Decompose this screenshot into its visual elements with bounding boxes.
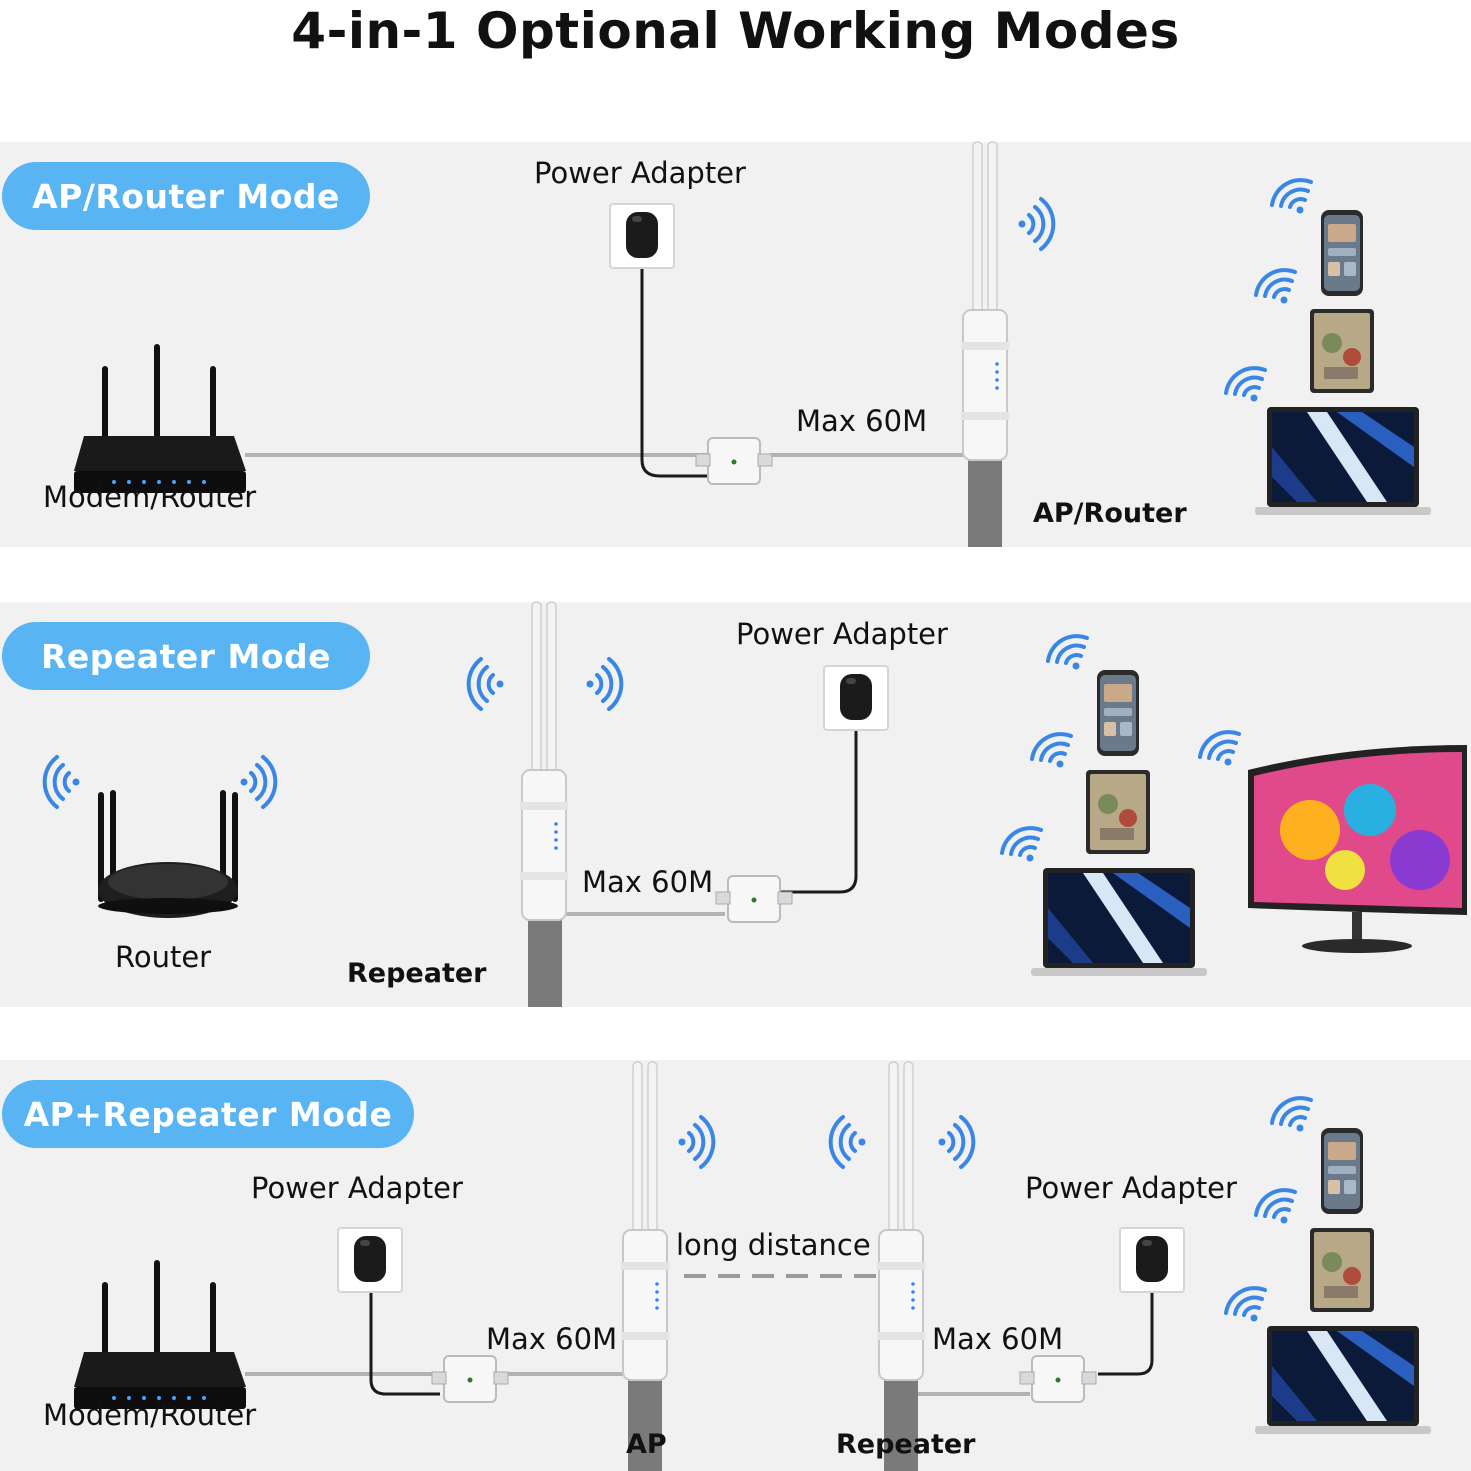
wifi-waves-icon bbox=[1030, 732, 1073, 770]
power-adapter-icon bbox=[337, 1227, 403, 1293]
source-label: Modem/Router bbox=[43, 480, 257, 514]
wifi-waves-icon bbox=[1254, 1188, 1297, 1226]
section-ap-repeater bbox=[74, 1061, 1431, 1471]
device-label-left: AP bbox=[626, 1429, 667, 1460]
phone-icon bbox=[1321, 1128, 1363, 1214]
mode-badge-ap-repeater: AP+Repeater Mode bbox=[2, 1080, 414, 1148]
power-cable bbox=[640, 268, 708, 478]
source-label: Modem/Router bbox=[43, 1398, 257, 1432]
mode-badge-ap-router: AP/Router Mode bbox=[2, 162, 370, 230]
tablet-icon bbox=[1086, 770, 1150, 854]
monitor-icon bbox=[1248, 745, 1467, 953]
distance-label: Max 60M bbox=[796, 404, 928, 438]
wifi-waves-icon bbox=[831, 1117, 866, 1167]
long-distance-label: long distance bbox=[676, 1228, 871, 1262]
page-title: 4-in-1 Optional Working Modes bbox=[291, 2, 1180, 60]
wifi-waves-icon bbox=[1224, 366, 1267, 404]
distance-label-right: Max 60M bbox=[932, 1322, 1064, 1356]
laptop-icon bbox=[1255, 1326, 1431, 1434]
power-adapter-label: Power Adapter bbox=[534, 156, 746, 190]
access-point-icon bbox=[519, 601, 569, 921]
access-point-icon bbox=[876, 1061, 926, 1381]
wifi-waves-icon bbox=[1224, 1286, 1267, 1324]
power-adapter-icon bbox=[823, 665, 889, 731]
wifi-waves-icon bbox=[1198, 730, 1241, 768]
device-label: Repeater bbox=[347, 958, 487, 989]
poe-injector-icon bbox=[431, 1355, 509, 1403]
poe-injector-icon bbox=[715, 875, 793, 923]
wifi-waves-icon bbox=[45, 757, 80, 807]
wifi-waves-icon bbox=[1000, 826, 1043, 864]
tablet-icon bbox=[1310, 309, 1374, 393]
wifi-waves-icon bbox=[676, 1115, 716, 1169]
wifi-waves-icon bbox=[1254, 268, 1297, 306]
section-repeater bbox=[45, 601, 1467, 1007]
wifi-waves-icon bbox=[1046, 634, 1089, 672]
power-cable bbox=[1098, 1290, 1154, 1376]
power-cable bbox=[369, 1290, 440, 1396]
power-adapter-icon bbox=[609, 203, 675, 269]
wifi-waves-icon bbox=[1016, 197, 1056, 251]
phone-icon bbox=[1097, 670, 1139, 756]
device-label: AP/Router bbox=[1033, 498, 1187, 529]
phone-icon bbox=[1321, 210, 1363, 296]
mode-badge-repeater: Repeater Mode bbox=[2, 622, 370, 690]
poe-injector-icon bbox=[1019, 1355, 1097, 1403]
wifi-waves-icon bbox=[469, 659, 504, 709]
power-adapter-label: Power Adapter bbox=[736, 617, 948, 651]
laptop-icon bbox=[1255, 407, 1431, 515]
power-cable bbox=[780, 730, 858, 894]
power-adapter-label-right: Power Adapter bbox=[1025, 1171, 1237, 1205]
source-label: Router bbox=[115, 940, 212, 974]
laptop-icon bbox=[1031, 868, 1207, 976]
access-point-icon bbox=[620, 1061, 670, 1381]
distance-label: Max 60M bbox=[582, 865, 714, 899]
power-adapter-icon bbox=[1119, 1227, 1185, 1293]
poe-injector-icon bbox=[695, 437, 773, 485]
distance-label-left: Max 60M bbox=[486, 1322, 618, 1356]
wifi-waves-icon bbox=[1270, 1096, 1313, 1134]
access-point-icon bbox=[960, 141, 1010, 461]
router-icon bbox=[98, 790, 238, 918]
wifi-waves-icon bbox=[1270, 178, 1313, 216]
wifi-waves-icon bbox=[238, 755, 278, 809]
router-icon bbox=[74, 344, 246, 493]
wifi-waves-icon bbox=[584, 657, 624, 711]
tablet-icon bbox=[1310, 1228, 1374, 1312]
wifi-waves-icon bbox=[936, 1115, 976, 1169]
section-ap-router bbox=[74, 141, 1431, 547]
router-icon bbox=[74, 1260, 246, 1409]
device-label-right: Repeater bbox=[836, 1429, 976, 1460]
power-adapter-label-left: Power Adapter bbox=[251, 1171, 463, 1205]
